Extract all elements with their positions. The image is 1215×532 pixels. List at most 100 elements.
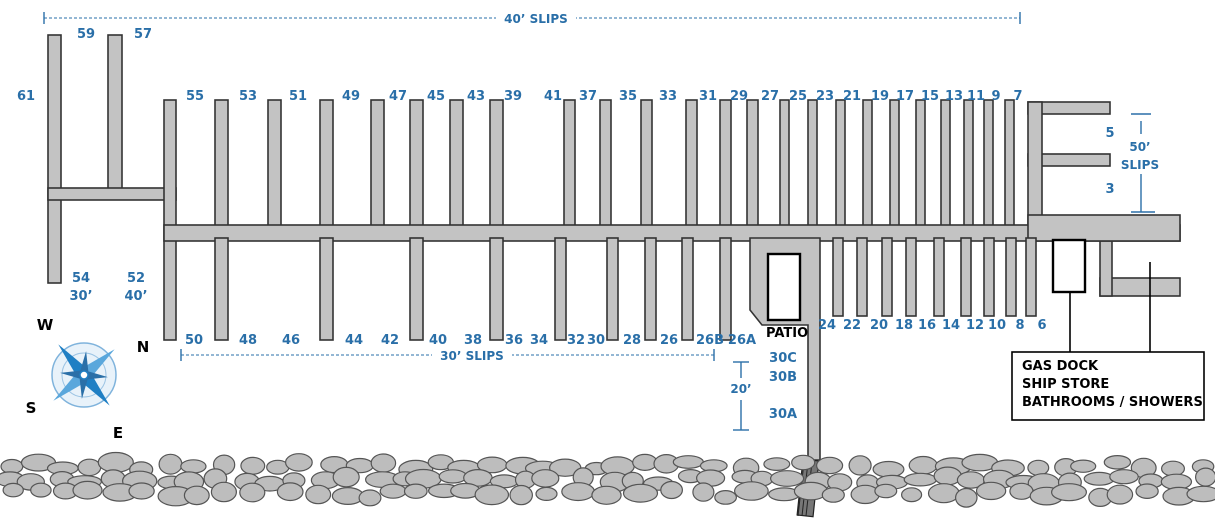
- compass-e: E: [113, 424, 123, 442]
- rock: [1009, 482, 1034, 500]
- rock: [791, 454, 816, 471]
- svg-text:8: 8: [1015, 318, 1024, 333]
- rock: [848, 455, 872, 476]
- top-slip-labels: 59 57 61 55 53 51 49 47 45 43 39 41 37 3…: [17, 27, 1023, 104]
- svg-text:21: 21: [843, 89, 861, 104]
- rock: [2, 482, 24, 498]
- svg-text:6: 6: [1037, 318, 1046, 333]
- svg-text:35: 35: [619, 89, 637, 104]
- rock: [632, 453, 658, 471]
- range-20-label: 20’: [730, 382, 751, 396]
- rock: [128, 482, 155, 500]
- svg-text:11: 11: [967, 89, 985, 104]
- svg-text:5: 5: [1105, 126, 1114, 141]
- svg-text:26A: 26A: [728, 333, 756, 348]
- svg-text:40’: 40’: [124, 289, 147, 304]
- stub-slip-labels: 30C 30B 30A: [769, 351, 797, 422]
- rock: [903, 472, 938, 487]
- right-range-guide: 50’ SLIPS: [1121, 113, 1159, 213]
- svg-text:7: 7: [1013, 89, 1022, 104]
- svg-text:32: 32: [567, 333, 585, 348]
- svg-text:19: 19: [871, 89, 889, 104]
- svg-text:25: 25: [789, 89, 807, 104]
- right-slip-labels: 5 3: [1105, 126, 1114, 197]
- svg-text:26B: 26B: [696, 333, 724, 348]
- svg-text:59: 59: [77, 27, 95, 42]
- left-slip-labels: 54 30’ 52 40’: [69, 271, 147, 304]
- svg-text:37: 37: [579, 89, 597, 104]
- rock: [714, 490, 737, 505]
- range-50-label: 50’: [1129, 140, 1150, 154]
- rock: [438, 469, 468, 484]
- rock: [183, 485, 210, 506]
- rock: [622, 483, 659, 503]
- bottom-fingers: [214, 237, 1037, 341]
- svg-text:31: 31: [699, 89, 717, 104]
- rock: [692, 482, 715, 502]
- patio-box: [766, 252, 802, 322]
- svg-text:36: 36: [505, 333, 523, 348]
- rock: [403, 483, 428, 499]
- gas-dock-label: GAS DOCK: [1022, 359, 1099, 374]
- svg-text:3: 3: [1105, 182, 1114, 197]
- svg-text:9: 9: [991, 89, 1000, 104]
- svg-text:22: 22: [843, 318, 861, 333]
- svg-text:57: 57: [134, 27, 152, 42]
- rock: [158, 453, 183, 475]
- svg-text:17: 17: [896, 89, 914, 104]
- rock: [821, 487, 845, 503]
- svg-text:10: 10: [988, 318, 1006, 333]
- rock: [535, 486, 558, 501]
- svg-text:40: 40: [429, 333, 447, 348]
- top-fingers: [214, 99, 1015, 229]
- rock: [285, 453, 313, 472]
- svg-text:13: 13: [945, 89, 963, 104]
- svg-text:39: 39: [504, 89, 522, 104]
- svg-text:54: 54: [72, 271, 90, 286]
- svg-text:33: 33: [659, 89, 677, 104]
- rock: [874, 483, 898, 499]
- rock: [908, 455, 938, 475]
- svg-text:53: 53: [239, 89, 257, 104]
- svg-text:46: 46: [282, 333, 300, 348]
- svg-text:50: 50: [185, 333, 203, 348]
- small-range-guide: 20’: [730, 361, 752, 431]
- rock: [872, 460, 905, 478]
- rock: [180, 459, 207, 474]
- rock: [370, 453, 397, 473]
- rock: [97, 451, 134, 473]
- svg-text:42: 42: [381, 333, 399, 348]
- svg-text:24: 24: [818, 318, 836, 333]
- svg-text:41: 41: [544, 89, 562, 104]
- svg-text:30’: 30’: [69, 289, 92, 304]
- rock: [276, 482, 304, 502]
- svg-text:51: 51: [289, 89, 307, 104]
- rock: [1103, 454, 1132, 470]
- rock: [72, 480, 103, 500]
- ship-store-label: SHIP STORE: [1022, 377, 1109, 392]
- rock: [900, 487, 923, 503]
- svg-text:28: 28: [623, 333, 641, 348]
- top-range-guide: 40’ SLIPS: [43, 10, 1021, 26]
- rock: [474, 484, 510, 506]
- rock: [1106, 484, 1134, 505]
- range-30-label: 30’ SLIPS: [440, 349, 504, 363]
- svg-text:45: 45: [427, 89, 445, 104]
- svg-text:30: 30: [587, 333, 605, 348]
- facility-callout: GAS DOCK SHIP STORE BATHROOMS / SHOWERS: [1011, 262, 1205, 421]
- rock: [358, 489, 382, 507]
- rock: [531, 469, 560, 488]
- compass-w: W: [37, 316, 54, 334]
- rock: [1050, 483, 1087, 502]
- svg-text:12: 12: [966, 318, 984, 333]
- rock: [660, 480, 683, 500]
- bottom-range-guide: 30’ SLIPS: [180, 347, 715, 363]
- svg-text:43: 43: [467, 89, 485, 104]
- rock: [332, 466, 360, 488]
- compass-rose: [51, 342, 117, 408]
- rock: [591, 485, 622, 505]
- rock: [239, 482, 266, 503]
- rock: [954, 487, 978, 508]
- compass-n: N: [137, 338, 150, 356]
- rock: [240, 456, 266, 475]
